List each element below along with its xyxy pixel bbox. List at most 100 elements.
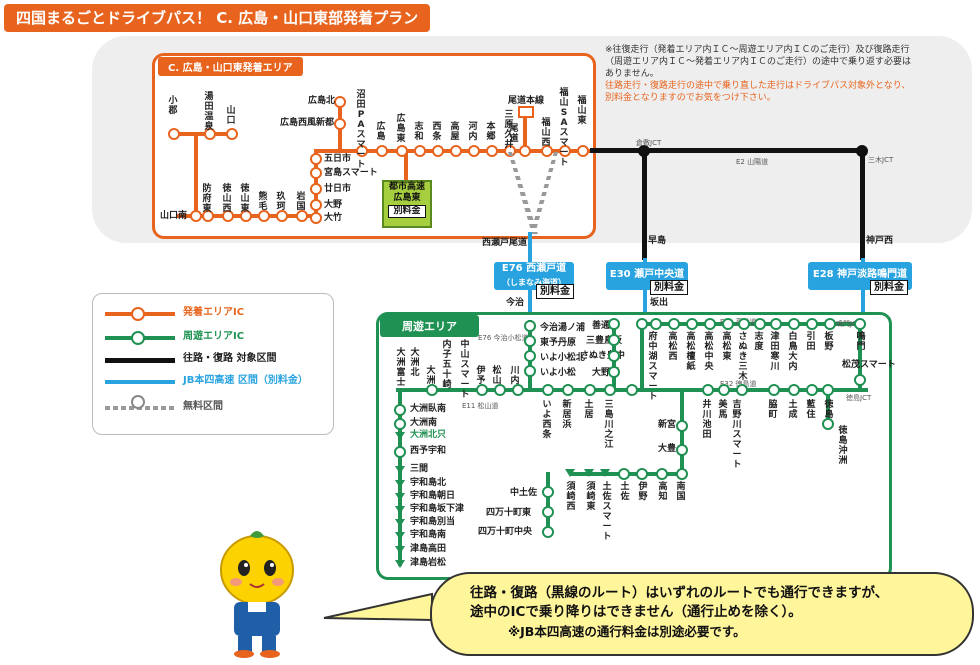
- station-fukuyama-sa[interactable]: [559, 145, 571, 157]
- station-uwajima-asahi[interactable]: [395, 493, 405, 501]
- station-uwajima-sakashitazu[interactable]: [395, 506, 405, 514]
- speech-bubble-text: 往路・復路（黒線のルート）はいずれのルートでも通行できますが、 途中のICで乗り…: [470, 584, 950, 641]
- station-takaya[interactable]: [450, 145, 462, 157]
- station-kumage[interactable]: [258, 210, 270, 222]
- station-ino[interactable]: [636, 468, 648, 480]
- label-niihama: 新居浜: [562, 400, 572, 430]
- station-iyo-komatsu[interactable]: [524, 365, 536, 377]
- station-otake[interactable]: [310, 212, 322, 224]
- station-tokushima[interactable]: [822, 384, 834, 396]
- station-takamatsu-chuo[interactable]: [704, 318, 716, 330]
- station-kuga[interactable]: [276, 210, 288, 222]
- station-ogori[interactable]: [168, 128, 180, 140]
- station-ono[interactable]: [310, 199, 322, 211]
- station-hiroshima[interactable]: [376, 145, 388, 157]
- station-ozu-ga[interactable]: [394, 404, 406, 416]
- station-tsushima-takada[interactable]: [395, 546, 405, 554]
- station-uwajima-betto[interactable]: [395, 519, 405, 527]
- station-shingu[interactable]: [676, 420, 688, 432]
- station-yoshinogawa[interactable]: [736, 384, 748, 396]
- station-tokushima-okinosu[interactable]: [822, 418, 834, 430]
- station-shiwa[interactable]: [414, 145, 426, 157]
- station-fukuyama-nishi[interactable]: [541, 145, 553, 157]
- station-hofu-higashi[interactable]: [202, 210, 214, 222]
- station-yamaguchi-minami[interactable]: [190, 210, 202, 222]
- station-sakaide[interactable]: [636, 318, 648, 330]
- station-mitoyo[interactable]: [608, 334, 620, 346]
- station-uwajima-kita[interactable]: [395, 480, 405, 488]
- station-takamatsu-higashi[interactable]: [722, 318, 734, 330]
- station-mima-e[interactable]: [718, 384, 730, 396]
- station-tosa[interactable]: [618, 468, 630, 480]
- station-takamatsu-nishi[interactable]: [668, 318, 680, 330]
- station-tsuda[interactable]: [770, 318, 782, 330]
- station-onomichi[interactable]: [519, 145, 531, 157]
- station-takamatsu-danshi[interactable]: [686, 318, 698, 330]
- station-hatsukaichi[interactable]: [310, 183, 322, 195]
- station-susaki-higashi[interactable]: [584, 469, 594, 477]
- station-imabari-yunoura[interactable]: [524, 320, 536, 332]
- station-kawanoe[interactable]: [626, 384, 638, 396]
- label-mitoyo: 三豊鳥坂: [586, 336, 623, 346]
- station-kouchi[interactable]: [468, 145, 480, 157]
- station-fuchuko[interactable]: [650, 318, 662, 330]
- station-mishima[interactable]: [604, 384, 616, 396]
- station-hiroshima-higashi[interactable]: [396, 145, 408, 157]
- station-numata[interactable]: [356, 145, 368, 157]
- jb-e76-sub: （しまなみ海道）: [502, 278, 566, 287]
- station-donari[interactable]: [788, 384, 800, 396]
- station-onohara[interactable]: [608, 366, 620, 378]
- station-aizumi[interactable]: [806, 384, 818, 396]
- station-itsukaichi[interactable]: [310, 153, 322, 165]
- station-doi[interactable]: [584, 384, 596, 396]
- station-shirotori[interactable]: [788, 318, 800, 330]
- station-miyajima[interactable]: [310, 167, 322, 179]
- station-nakatosa[interactable]: [542, 486, 554, 498]
- station-seiyo-uwa[interactable]: [394, 446, 406, 458]
- station-tokuyama-higashi[interactable]: [240, 210, 252, 222]
- label-naruto: 鳴門: [856, 332, 866, 352]
- station-yamaguchi[interactable]: [226, 128, 238, 140]
- station-tokuyama-nishi[interactable]: [222, 210, 234, 222]
- station-naruto[interactable]: [854, 318, 866, 330]
- station-iwakuni[interactable]: [296, 210, 308, 222]
- station-ozu-minami[interactable]: [394, 418, 406, 430]
- label-mima-w: 三間: [410, 464, 429, 474]
- station-hiketa[interactable]: [806, 318, 818, 330]
- station-saijo[interactable]: [432, 145, 444, 157]
- station-hiroshima-kita[interactable]: [334, 96, 346, 108]
- station-hongo[interactable]: [486, 145, 498, 157]
- station-mima-w[interactable]: [395, 466, 405, 474]
- station-shimanto-chuo[interactable]: [542, 526, 554, 538]
- station-kawauchi[interactable]: [512, 384, 524, 396]
- station-itano[interactable]: [824, 318, 836, 330]
- station-otoyo[interactable]: [676, 444, 688, 456]
- station-hiroshima-nishifushin[interactable]: [334, 118, 346, 130]
- station-tsushima-iwamatsu[interactable]: [395, 560, 405, 568]
- station-kochi[interactable]: [656, 468, 668, 480]
- station-ozu[interactable]: [426, 384, 438, 396]
- station-nankoku[interactable]: [676, 468, 688, 480]
- station-iyo-komatsu-kita[interactable]: [524, 350, 536, 362]
- station-wakimachi[interactable]: [768, 384, 780, 396]
- station-sanuki-toyonaka[interactable]: [608, 350, 620, 362]
- station-matsuyama[interactable]: [494, 384, 506, 396]
- station-sanuki-miki[interactable]: [738, 318, 750, 330]
- station-uwajima-minami[interactable]: [395, 532, 405, 540]
- station-susaki-nishi[interactable]: [565, 469, 575, 477]
- station-niihama[interactable]: [562, 384, 574, 396]
- station-zentsuji[interactable]: [608, 318, 620, 330]
- urban-expressway-box[interactable]: 都市高速 広島東 別料金: [382, 180, 432, 228]
- label-kumage: 熊毛: [258, 192, 268, 212]
- station-tosa-smart[interactable]: [600, 469, 610, 477]
- station-fukuyama-higashi[interactable]: [577, 145, 589, 157]
- station-iyo[interactable]: [476, 384, 488, 396]
- station-iyo-saijo[interactable]: [542, 384, 554, 396]
- station-ikawa[interactable]: [702, 384, 714, 396]
- station-shimanto-higashi[interactable]: [542, 506, 554, 518]
- station-ozu-kitatada[interactable]: [395, 432, 405, 440]
- station-yuda[interactable]: [204, 128, 216, 140]
- station-shido[interactable]: [754, 318, 766, 330]
- station-matsushige[interactable]: [854, 374, 866, 386]
- station-toyo-tanbara[interactable]: [524, 335, 536, 347]
